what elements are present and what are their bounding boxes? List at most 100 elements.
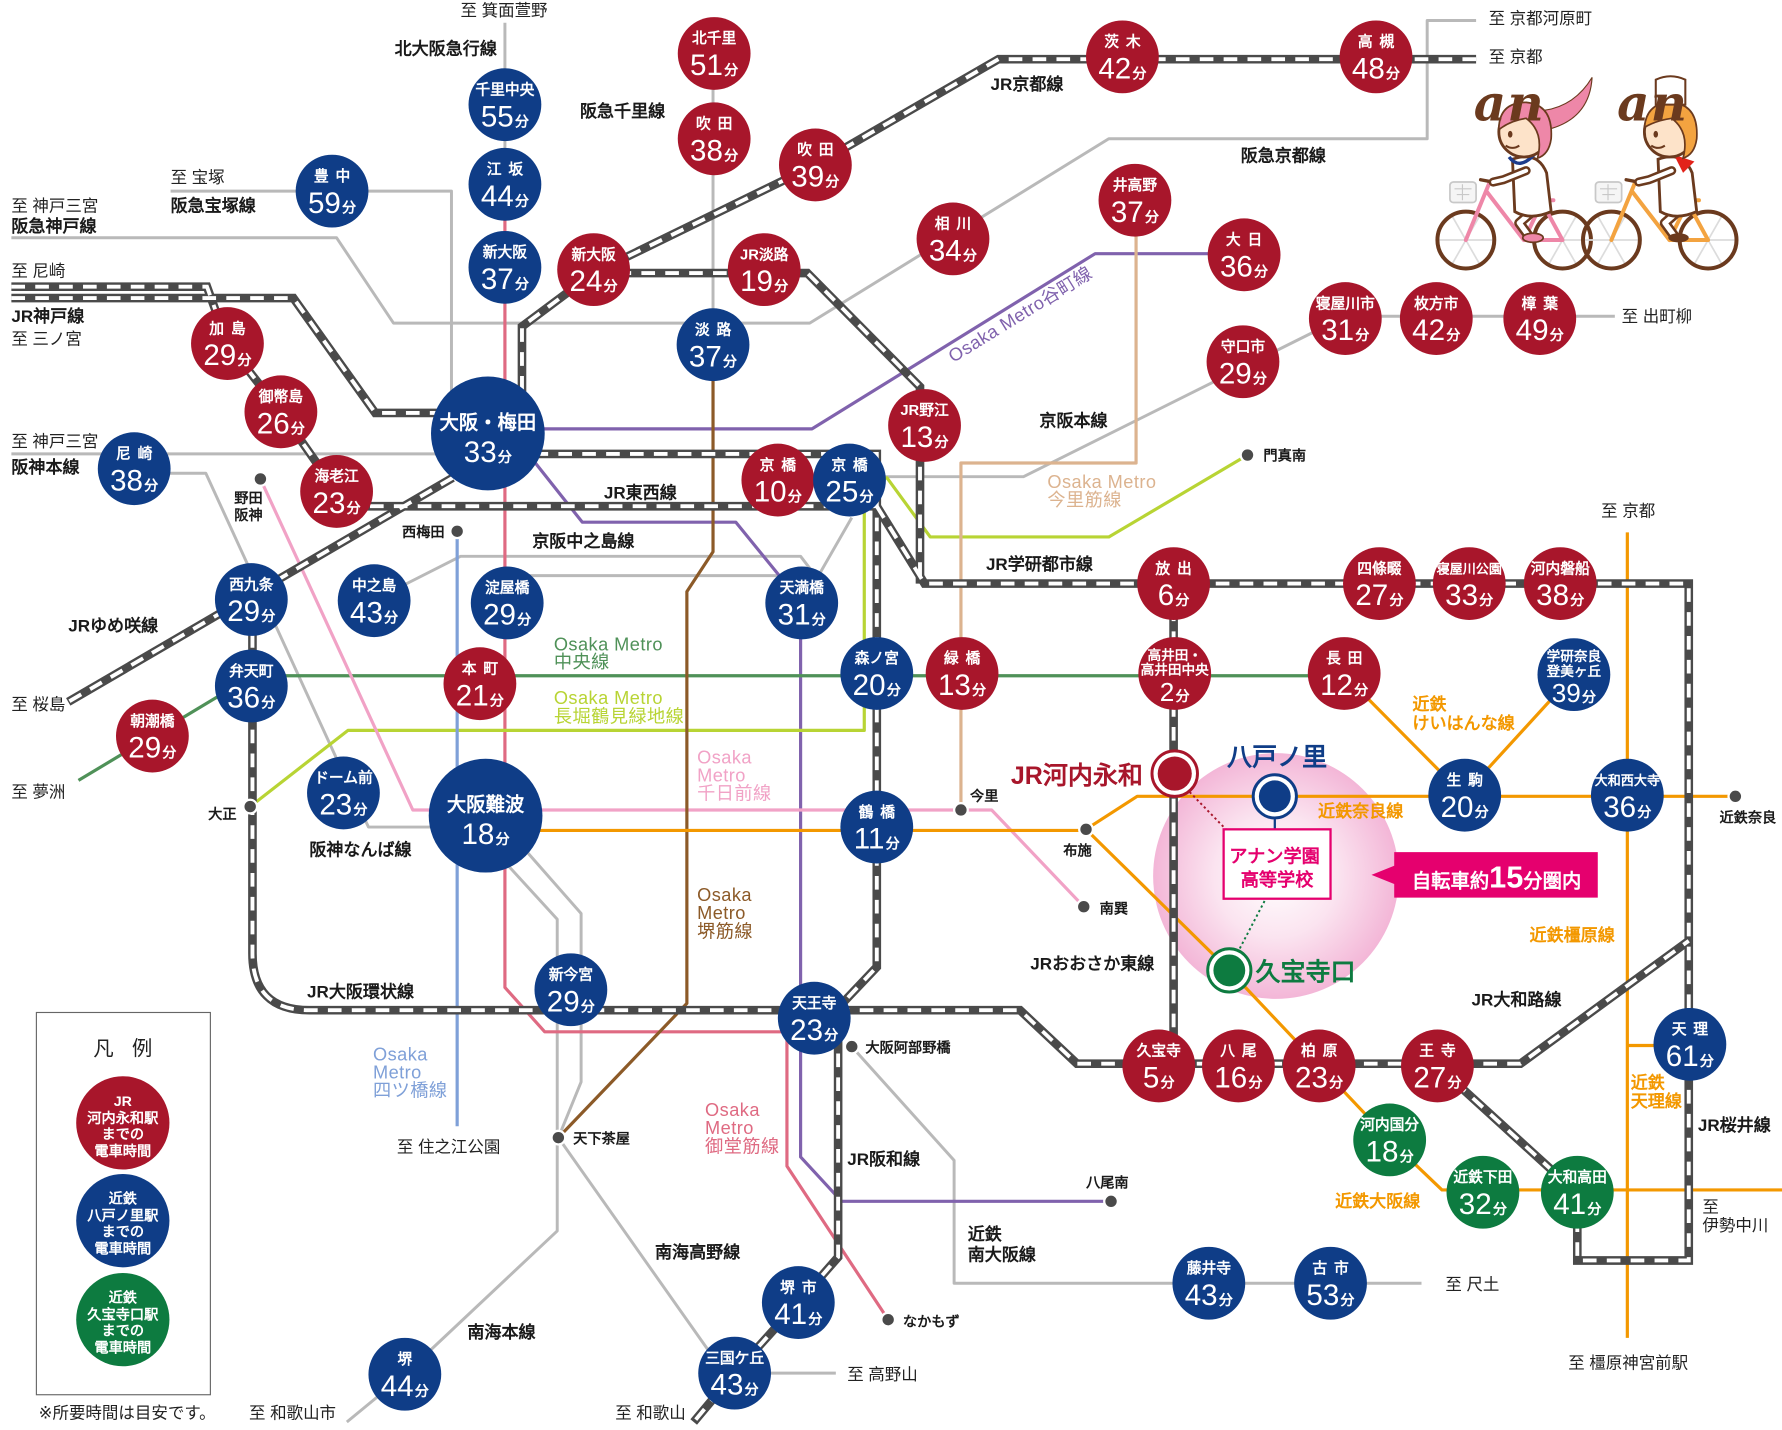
legend-item-yaenosato: 近鉄八戸ノ里駅までの電車時間 <box>76 1174 170 1268</box>
minutes-value: 23 <box>790 1014 823 1047</box>
minutes-value: 38 <box>690 134 723 167</box>
minutes-value: 2 <box>1160 677 1175 707</box>
minute-unit: 分 <box>1550 327 1565 344</box>
station-minutes: 31分 <box>778 599 827 632</box>
station-dot-icon <box>1239 447 1256 464</box>
station-name: 茨木 <box>1104 33 1147 51</box>
station-name: 天理 <box>1672 1021 1715 1038</box>
station-minutes: 61分 <box>1666 1040 1715 1073</box>
station-label: 西梅田 <box>402 523 445 541</box>
direction-label: 至 住之江公園 <box>397 1137 500 1156</box>
metro-imazatosuji-line <box>959 200 1138 810</box>
minute-unit: 分 <box>812 612 827 629</box>
minute-unit: 分 <box>1161 1075 1176 1092</box>
station-minutes: 13分 <box>900 421 949 454</box>
connector-kyuhojiguchi-to-school <box>1237 900 1266 952</box>
keihan-nakanoshima-line <box>374 554 817 601</box>
station-minutes: 29分 <box>483 599 532 632</box>
line-label: JR東西線 <box>604 482 677 502</box>
station-name: 枚方市 <box>1414 294 1459 312</box>
hub-label-jr-kawachi-eiwa: JR河内永和 <box>1011 762 1143 790</box>
minute-unit: 分 <box>859 489 874 506</box>
line-label: 南海高野線 <box>655 1242 740 1262</box>
minutes-value: 20 <box>1441 791 1474 824</box>
line-label: JR学研都市線 <box>986 554 1093 574</box>
station-name: 吹田 <box>797 141 840 159</box>
minutes-value: 37 <box>1111 196 1144 229</box>
line-label: 阪神なんば線 <box>309 839 411 859</box>
station-dot-icon <box>449 523 466 540</box>
station-label: 八尾南 <box>1085 1174 1129 1192</box>
station-label: 大正 <box>208 805 236 823</box>
station-circle <box>1138 637 1212 710</box>
station-name: 天満橋 <box>780 579 825 597</box>
minor-station: 八尾南 <box>1085 1174 1129 1210</box>
station-minutes: 2分 <box>1160 677 1191 707</box>
station-circle <box>1207 218 1281 292</box>
station-minutes: 39分 <box>791 161 840 194</box>
station-circle <box>557 233 631 307</box>
legend-text: 近鉄八戸ノ里駅までの電車時間 <box>86 1190 159 1258</box>
minutes-value: 11 <box>854 823 885 856</box>
minute-unit: 分 <box>1175 592 1190 609</box>
minute-unit: 分 <box>724 62 739 79</box>
minor-station: 近鉄奈良 <box>1719 788 1777 827</box>
minute-unit: 分 <box>261 695 276 712</box>
station-minutes: 42分 <box>1412 314 1461 347</box>
station-name: 長田 <box>1326 650 1369 667</box>
station-name: ドーム前 <box>314 769 373 787</box>
minutes-value: 29 <box>547 985 580 1018</box>
minute-unit: 分 <box>1446 327 1461 344</box>
station-name: 江坂 <box>487 160 530 178</box>
station-dot-icon <box>1103 1193 1120 1210</box>
station-circle <box>765 566 839 640</box>
station-name: 大阪・梅田 <box>440 411 537 434</box>
station-minutes: 43分 <box>350 596 399 629</box>
station-circle <box>778 128 852 202</box>
minutes-value: 20 <box>853 669 886 702</box>
minute-unit: 分 <box>972 682 987 699</box>
callout-shape <box>1371 852 1598 898</box>
minutes-value: 13 <box>938 669 971 702</box>
kintetsu-label-tenri: 近鉄天理線 <box>1631 1073 1682 1111</box>
station-minutes: 18分 <box>1366 1136 1415 1169</box>
station-name: 森ノ宮 <box>855 649 899 667</box>
station-label: 野田阪神 <box>234 490 262 524</box>
bike-range-callout: 自転車約15分圏内 <box>1371 852 1598 898</box>
minor-station: なかもず <box>880 1311 960 1330</box>
station-name: 堺 <box>397 1350 412 1368</box>
minute-unit: 分 <box>1253 370 1268 387</box>
direction-label: 至 神戸三宮 <box>11 197 98 216</box>
direction-label: 至 箕面萱野 <box>461 1 548 20</box>
station-name: 大和高田 <box>1548 1168 1607 1186</box>
station-name: 新大阪 <box>571 245 616 263</box>
minor-station: 野田阪神 <box>234 470 269 524</box>
minute-unit: 分 <box>291 420 306 437</box>
station-ring-core <box>1258 780 1291 813</box>
direction-label: 至 京都 <box>1601 501 1655 520</box>
kintetsu-label-keihanna: 近鉄けいはんな線 <box>1412 694 1514 733</box>
station-minutes: 55分 <box>481 100 530 133</box>
minutes-value: 29 <box>203 339 236 372</box>
station-label: なかもず <box>903 1312 960 1330</box>
line-labels: 北大阪急行線 阪急千里線 JR京都線 阪急京都線 阪急宝塚線 阪急神戸線 JR神… <box>11 39 1770 1342</box>
station-minutes: 23分 <box>790 1014 839 1047</box>
